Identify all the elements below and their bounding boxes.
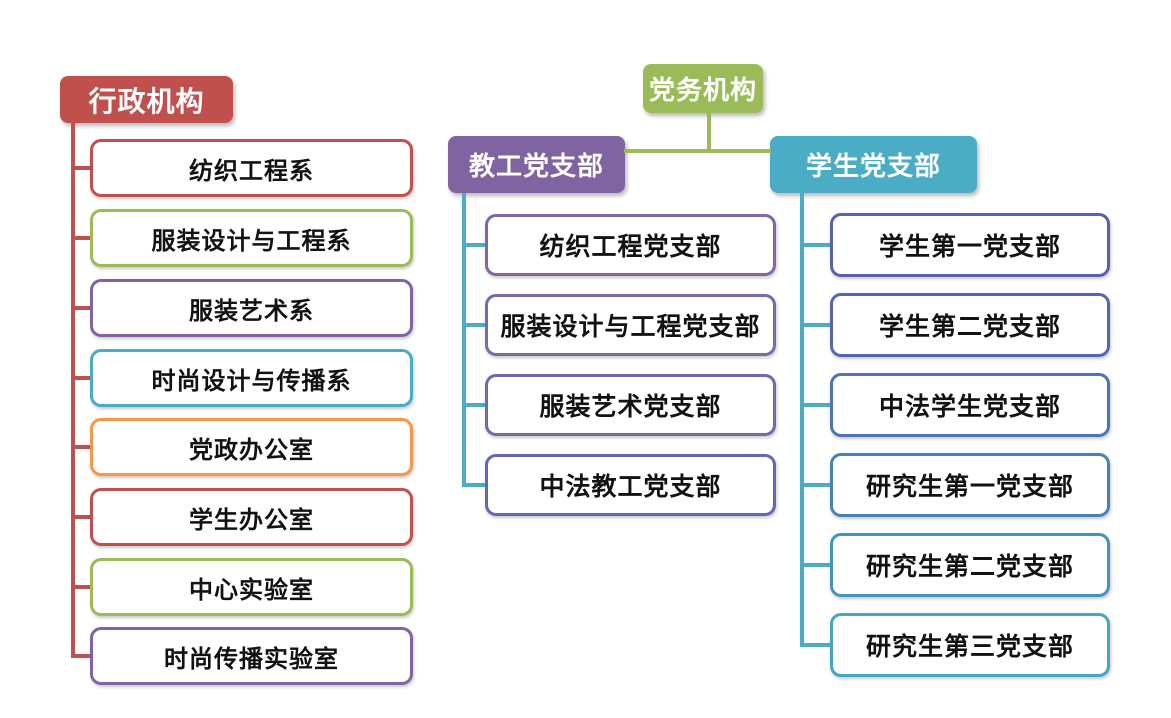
faculty-branch-dept-box: 纺织工程党支部 [485, 214, 776, 276]
party-tree-header: 党务机构 [643, 64, 763, 113]
faculty-branch-dept-connector-line [462, 193, 466, 487]
faculty-branch-dept-connector-stub [462, 403, 487, 407]
admin-dept-connector-stub [71, 306, 92, 310]
faculty-branch-dept-box: 服装设计与工程党支部 [485, 294, 776, 356]
admin-dept-connector-line [71, 123, 75, 658]
admin-dept-connector-stub [71, 515, 92, 519]
admin-dept-box: 学生办公室 [90, 488, 413, 546]
student-branch-dept-connector-line [800, 193, 804, 647]
admin-dept-connector-stub [71, 376, 92, 380]
admin-dept-box: 纺织工程系 [90, 139, 413, 197]
student-branch-dept-box: 研究生第三党支部 [830, 613, 1110, 677]
admin-dept-connector-stub [71, 236, 92, 240]
student-branch-dept-box: 研究生第一党支部 [830, 453, 1110, 517]
student-branch-header: 学生党支部 [770, 136, 977, 193]
admin-dept-box: 时尚传播实验室 [90, 627, 413, 685]
admin-dept-box: 服装设计与工程系 [90, 209, 413, 267]
faculty-branch-dept-box: 中法教工党支部 [485, 454, 776, 516]
student-branch-dept-box: 学生第二党支部 [830, 293, 1110, 357]
admin-dept-connector-stub [71, 585, 92, 589]
admin-dept-box: 中心实验室 [90, 558, 413, 616]
admin-dept-connector-stub [71, 166, 92, 170]
student-branch-dept-box: 中法学生党支部 [830, 373, 1110, 437]
admin-dept-box: 党政办公室 [90, 418, 413, 476]
faculty-branch-dept-connector-stub [462, 483, 487, 487]
faculty-branch-dept-box: 服装艺术党支部 [485, 374, 776, 436]
party-connector-vertical [707, 112, 711, 153]
admin-dept-box: 时尚设计与传播系 [90, 349, 413, 407]
party-connector-horizontal [624, 149, 771, 153]
student-branch-dept-box: 学生第一党支部 [830, 213, 1110, 277]
student-branch-dept-connector-stub [800, 243, 832, 247]
student-branch-dept-connector-stub [800, 563, 832, 567]
student-branch-dept-connector-stub [800, 323, 832, 327]
admin-dept-connector-stub [71, 654, 92, 658]
student-branch-dept-connector-stub [800, 403, 832, 407]
faculty-branch-dept-connector-stub [462, 243, 487, 247]
admin-dept-box: 服装艺术系 [90, 279, 413, 337]
faculty-branch-dept-connector-stub [462, 323, 487, 327]
student-branch-dept-box: 研究生第二党支部 [830, 533, 1110, 597]
admin-tree-header: 行政机构 [60, 76, 233, 123]
student-branch-dept-connector-stub [800, 483, 832, 487]
student-branch-dept-connector-stub [800, 643, 832, 647]
faculty-branch-header: 教工党支部 [448, 136, 625, 193]
admin-dept-connector-stub [71, 445, 92, 449]
